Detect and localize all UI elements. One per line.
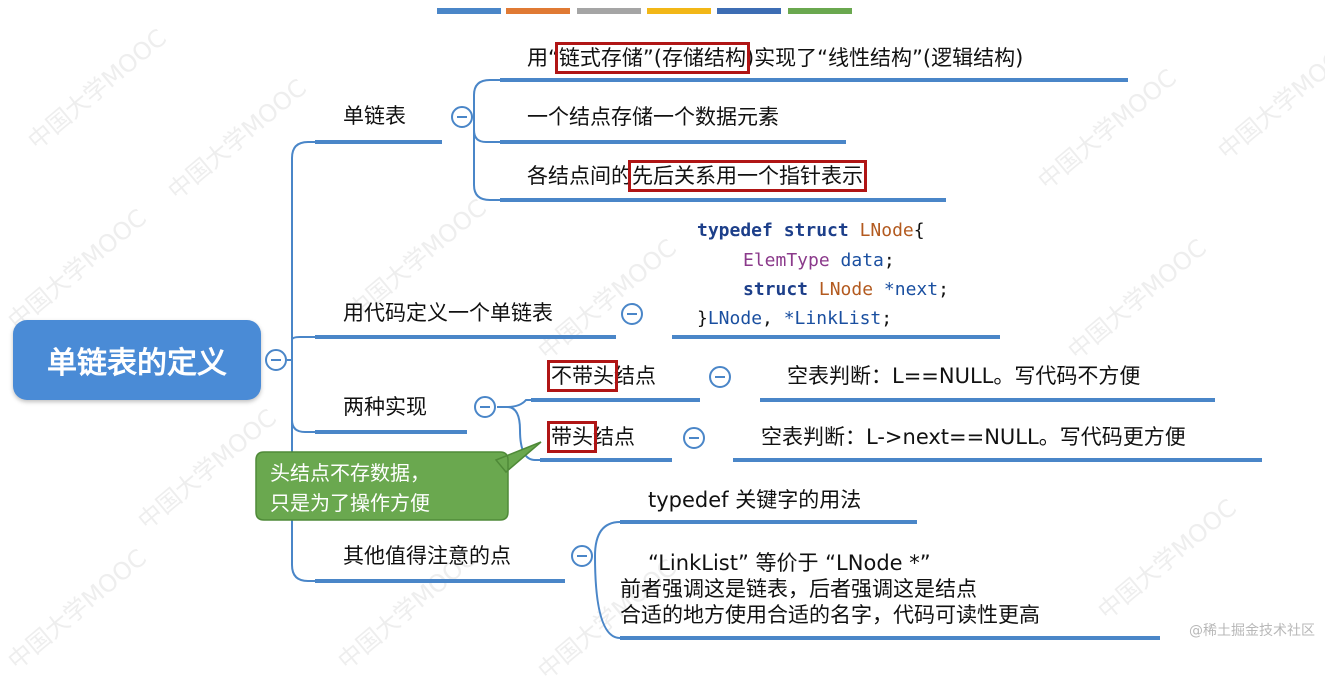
branch-code-define-label[interactable]: 用代码定义一个单链表 (343, 301, 553, 325)
single-list-item-node[interactable]: 一个结点存储一个数据元素 (527, 105, 779, 129)
others-item-line: “LinkList” 等价于 “LNode *” (648, 551, 931, 575)
collapse-buttons (265, 106, 731, 567)
code-token: LNode (859, 220, 914, 241)
branch-two-impl-label[interactable]: 两种实现 (343, 395, 427, 419)
code-token: LNode (818, 279, 874, 300)
highlight-box: 不带头 (547, 360, 618, 392)
top-color-bar (577, 8, 641, 14)
impl-head-node[interactable]: 带头结点 (547, 421, 635, 453)
item-text: 各结点间的 (527, 164, 632, 188)
mindmap-lines (265, 8, 1262, 640)
code-token: } (697, 308, 708, 329)
item-text: )实现了“线性结构”(逻辑结构) (745, 46, 1024, 70)
highlight-box: 链式存储”(存储结构 (554, 42, 750, 74)
branch-others-label[interactable]: 其他值得注意的点 (343, 544, 511, 568)
others-item-typedef[interactable]: typedef 关键字的用法 (648, 488, 862, 512)
others-item-line: 合适的地方使用合适的名字，代码可读性更高 (620, 603, 1040, 627)
top-color-bar (717, 8, 781, 14)
top-color-bar (506, 8, 570, 14)
top-color-bars (437, 8, 852, 14)
callout-line: 头结点不存数据， (270, 461, 430, 485)
root-label: 单链表的定义 (47, 346, 227, 381)
top-color-bar (437, 8, 501, 14)
item-text: 用“ (527, 46, 559, 70)
single-list-item-pointer[interactable]: 各结点间的先后关系用一个指针表示 (527, 160, 867, 192)
highlight-box: 带头 (547, 421, 597, 453)
root-node[interactable]: 单链表的定义 (13, 320, 261, 400)
top-color-bar (647, 8, 711, 14)
code-token: ; (883, 250, 895, 271)
callout-text: 头结点不存数据， 只是为了操作方便 (270, 458, 430, 518)
code-token: data (840, 250, 884, 271)
code-token: ; (938, 279, 949, 300)
others-item-line: 前者强调这是链表，后者强调这是结点 (620, 577, 977, 601)
impl-head-detail[interactable]: 空表判断：L->next==NULL。写代码更方便 (761, 425, 1186, 449)
code-token: { (913, 220, 925, 241)
item-text: 结点 (614, 364, 656, 388)
code-token: , (762, 308, 784, 329)
impl-no-head-node[interactable]: 不带头结点 (547, 360, 656, 392)
code-token: ; (881, 308, 893, 329)
code-token: ElemType (743, 250, 830, 271)
code-token: typedef (697, 220, 773, 241)
callout-line: 只是为了操作方便 (270, 491, 430, 515)
impl-no-head-detail[interactable]: 空表判断：L==NULL。写代码不方便 (787, 364, 1141, 388)
code-token: LNode (707, 308, 763, 329)
code-token: *LinkList (783, 308, 882, 329)
top-color-bar (788, 8, 852, 14)
code-token: struct (783, 220, 849, 241)
code-token: struct (743, 279, 809, 300)
callout-bubble (255, 441, 542, 521)
single-list-item-storage[interactable]: 用“链式存储”(存储结构)实现了“线性结构”(逻辑结构) (527, 42, 1024, 74)
code-token: *next (883, 279, 939, 300)
highlight-box: 先后关系用一个指针表示 (628, 160, 867, 192)
branch-single-list-label[interactable]: 单链表 (343, 104, 406, 128)
item-text: 结点 (593, 425, 635, 449)
branch-underlines (315, 78, 1262, 640)
corner-watermark: @稀土掘金技术社区 (1189, 623, 1315, 639)
